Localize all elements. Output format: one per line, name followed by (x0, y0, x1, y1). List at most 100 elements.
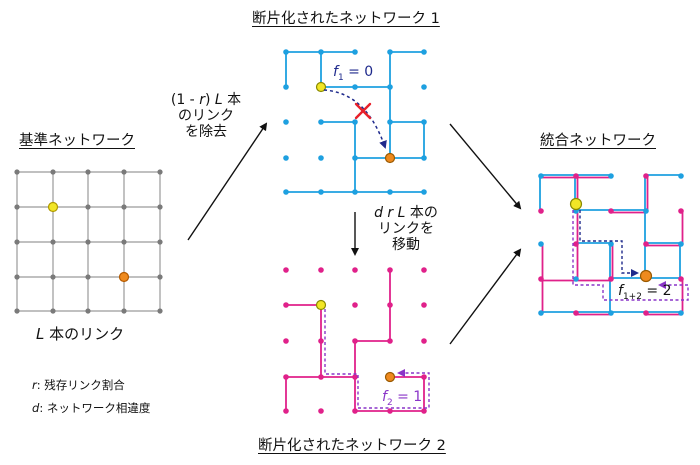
var-L: L (36, 325, 45, 343)
remove-paren: ) (204, 92, 211, 108)
merged-node (538, 173, 544, 179)
step-move-label: d r L 本の リンクを 移動 (366, 205, 446, 253)
merged-node (573, 173, 579, 179)
merged-node (538, 241, 544, 247)
f2-var: f (382, 389, 387, 405)
merged-node (573, 310, 579, 316)
network1-node (352, 84, 358, 90)
merged-node (608, 173, 614, 179)
base-node (157, 204, 163, 210)
network1-node (283, 84, 289, 90)
network2-node (318, 374, 324, 380)
base-node (157, 274, 163, 280)
network2-shortest-path (324, 309, 430, 409)
merged-node (608, 276, 614, 282)
network1-node (387, 84, 393, 90)
network1-target-node (384, 152, 396, 164)
arrow-fragment1-to-merged (449, 123, 522, 210)
network2-node (387, 408, 393, 414)
fragmented-network-1 (283, 49, 427, 195)
network1-node (421, 119, 427, 125)
merged-node (538, 310, 544, 316)
base-node (157, 308, 163, 314)
base-node (157, 239, 163, 245)
network2-node (387, 267, 393, 273)
var-L: L (214, 92, 223, 108)
network2-target-node (384, 371, 396, 383)
f1-var: f (333, 64, 338, 80)
f1-sub: 1 (337, 72, 344, 83)
base-node (50, 169, 56, 175)
legend-r: r: 残存リンク割合 (32, 378, 125, 392)
arrow-fragment2-to-merged (449, 248, 522, 345)
base-node (121, 169, 127, 175)
f2-sub: 2 (386, 397, 393, 408)
base-link-count: L 本のリンク (36, 326, 124, 342)
step-remove-line1: (1 - r) L 本 (166, 92, 246, 108)
base-node (157, 169, 163, 175)
network1-node (421, 189, 427, 195)
base-node (85, 169, 91, 175)
base-node (85, 239, 91, 245)
network1-node (352, 189, 358, 195)
step-move-line2: リンクを (378, 221, 434, 237)
merged-source-node (569, 197, 583, 211)
title-merged-network: 統合ネットワーク (540, 133, 656, 149)
title-base-network: 基準ネットワーク (19, 133, 135, 149)
f12-value: = 2 (641, 283, 672, 299)
f2-value: = 1 (392, 389, 423, 405)
base-node (121, 239, 127, 245)
network2-node (387, 338, 393, 344)
network2-node (421, 338, 427, 344)
network1-node (318, 155, 324, 161)
f12-sub: 1+2 (622, 291, 642, 302)
merged-path-1 (579, 210, 639, 277)
base-node (50, 274, 56, 280)
merged-node (678, 310, 684, 316)
base-node (85, 274, 91, 280)
remove-unit: 本 (222, 92, 242, 108)
move-unit: 本の (405, 205, 438, 221)
legend-r-text: : 残存リンク割合 (36, 378, 125, 392)
network2-node (283, 302, 289, 308)
network2-node (421, 267, 427, 273)
title-fragmented-network-1: 断片化されたネットワーク 1 (252, 11, 440, 27)
merged-network (538, 173, 689, 316)
merged-node (678, 276, 684, 282)
network1-node (352, 49, 358, 55)
network2-source-node (315, 299, 327, 311)
merged-target-node (639, 269, 653, 283)
network1-node (421, 84, 427, 90)
network2-node (352, 302, 358, 308)
network2-node (352, 374, 358, 380)
step-move-line3: 移動 (392, 237, 420, 253)
network1-source-node (315, 81, 327, 93)
merged-node (678, 241, 684, 247)
var-drL: d r L (374, 205, 406, 221)
network2-node (421, 374, 427, 380)
network1-node (352, 155, 358, 161)
merged-node (573, 276, 579, 282)
network1-node (318, 119, 324, 125)
network1-node (318, 49, 324, 55)
network2-node (352, 338, 358, 344)
step-move-line1: d r L 本の (366, 205, 446, 221)
legend-d-var: d (32, 401, 40, 415)
merged-node (643, 208, 649, 214)
arrow-base-to-fragment1 (187, 122, 268, 241)
f1-value: = 0 (343, 64, 374, 80)
base-node (50, 239, 56, 245)
network1-node (421, 155, 427, 161)
merged-node (538, 208, 544, 214)
network2-node (421, 302, 427, 308)
network1-node (283, 119, 289, 125)
base-source-node (47, 201, 59, 213)
base-node (14, 308, 20, 314)
step-remove-line2: のリンク (178, 108, 234, 124)
step-remove-label: (1 - r) L 本 のリンク を除去 (166, 92, 246, 140)
cut-mark-icon (354, 102, 372, 120)
network2-node (352, 267, 358, 273)
network1-node (387, 189, 393, 195)
